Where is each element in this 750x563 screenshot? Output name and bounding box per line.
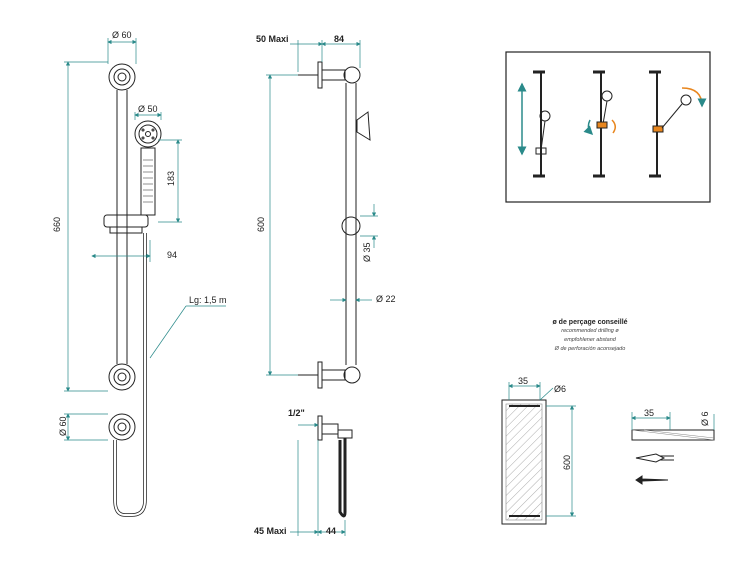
drilling-note-line: empfohlener abstand <box>564 337 616 343</box>
drill-and-plug <box>631 429 715 485</box>
head-diameter-label: Ø 50 <box>138 104 158 114</box>
screw-width-label: 35 <box>644 408 654 418</box>
thread-label: 1/2" <box>288 408 305 418</box>
hand-shower-side <box>356 111 371 141</box>
usage-scene-rotate <box>583 70 616 178</box>
drilling-note-title: ø de perçage conseillé <box>552 319 628 326</box>
top-support <box>343 66 361 84</box>
outlet-side <box>317 415 323 441</box>
usage-scene-tilt <box>649 70 707 178</box>
slider <box>103 214 149 228</box>
hand-shower-handle <box>140 147 156 216</box>
usage-diagram <box>505 51 711 203</box>
depth-label: 84 <box>334 34 344 44</box>
bar-diameter-label: Ø 22 <box>376 294 396 304</box>
template-height-label: 600 <box>562 455 572 470</box>
drilling-note-line: Ø de perforación aconsejado <box>554 346 626 352</box>
side-dimensions <box>266 40 378 536</box>
side-height-label: 600 <box>256 217 266 232</box>
bottom-bracket <box>108 363 136 391</box>
head-length-label: 183 <box>166 171 176 186</box>
screw-hole-label: Ø 6 <box>700 411 710 426</box>
front-view <box>103 63 162 517</box>
knob-diameter-label: Ø 35 <box>362 242 372 262</box>
wall-distance-label: 50 Maxi <box>256 34 289 44</box>
drilling-template <box>501 399 547 525</box>
outlet-diameter-label: Ø 60 <box>58 416 68 436</box>
hand-shower-head <box>134 120 162 148</box>
bottom-right-label: 44 <box>326 526 336 536</box>
bottom-support <box>343 366 361 384</box>
front-dimensions <box>64 38 226 441</box>
template-hole-label: Ø6 <box>554 384 566 394</box>
slider-width-label: 94 <box>167 250 177 260</box>
wall-outlet <box>108 413 136 441</box>
front-width-label: Ø 60 <box>112 30 132 40</box>
drill-bit <box>631 429 715 441</box>
hose-side <box>338 438 347 518</box>
usage-frame <box>505 51 711 203</box>
usage-scene-height <box>517 70 551 178</box>
drilling-note-line: recommended drilling ø <box>561 328 619 334</box>
side-view <box>298 61 371 518</box>
drilling-dimensions <box>508 382 576 517</box>
front-height-label: 660 <box>52 217 62 232</box>
screw <box>635 475 669 485</box>
template-width-label: 35 <box>518 376 528 386</box>
template-plate <box>501 399 547 525</box>
drilling-note: ø de perçage conseillé recommended drill… <box>510 318 670 354</box>
bottom-left-label: 45 Maxi <box>254 526 287 536</box>
wall-plug <box>635 453 674 463</box>
top-bracket <box>108 63 136 91</box>
slider-knob <box>341 216 361 236</box>
drill-dimensions <box>631 412 715 430</box>
hose-length-label: Lg: 1,5 m <box>189 295 227 305</box>
